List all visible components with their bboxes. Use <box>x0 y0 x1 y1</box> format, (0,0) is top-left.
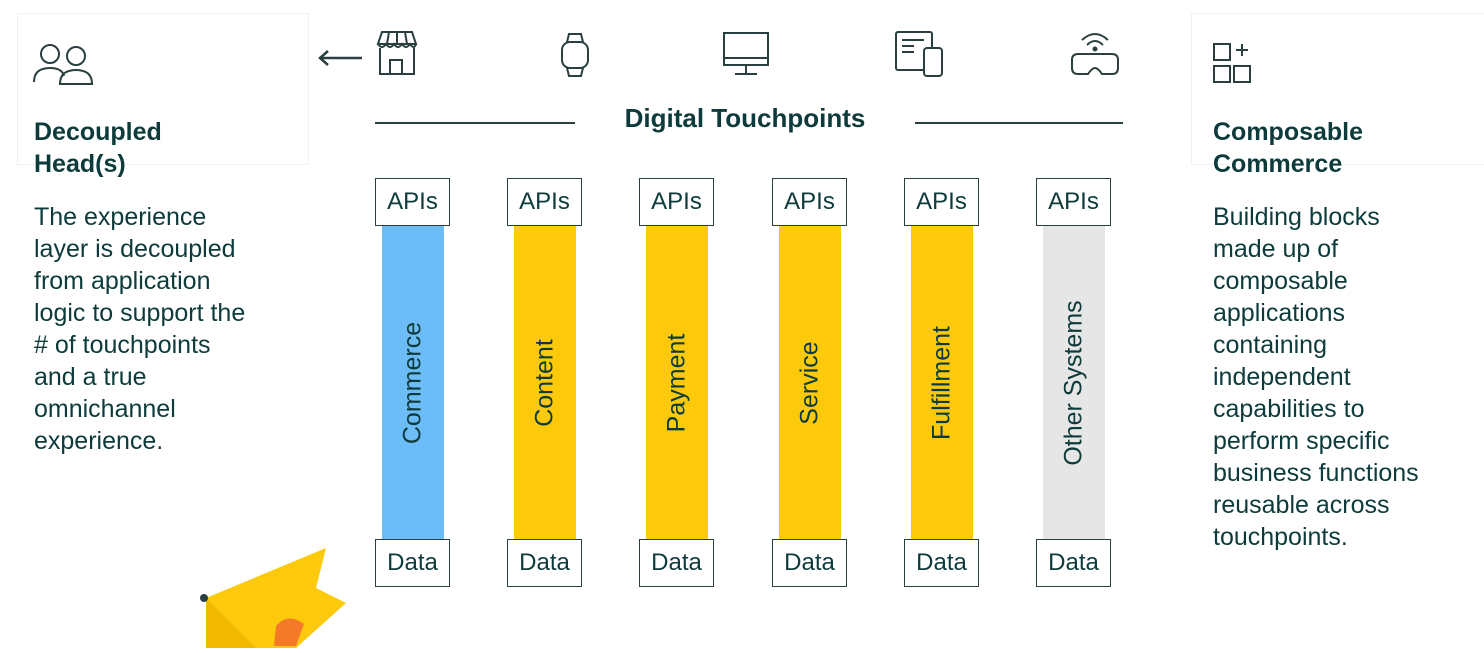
arrow-left-icon <box>316 50 364 66</box>
digital-touchpoints-title: Digital Touchpoints <box>624 103 866 133</box>
system-label: Service <box>795 341 823 425</box>
left-text-line: The experience <box>34 203 207 231</box>
divider-left <box>375 122 575 124</box>
left-text-line: from application <box>34 267 211 295</box>
system-label: Fulfillment <box>927 326 955 440</box>
system-bar: Other Systems <box>1042 226 1105 540</box>
apis-box: APIs <box>1036 178 1111 226</box>
apis-box: APIs <box>904 178 979 226</box>
composable-blocks-icon <box>1212 38 1256 88</box>
system-bar: Payment <box>645 226 708 540</box>
apis-box: APIs <box>772 178 847 226</box>
divider-right <box>915 122 1123 124</box>
right-text-line: reusable across <box>1213 491 1390 519</box>
left-text-line: # of touchpoints <box>34 331 211 359</box>
apis-box: APIs <box>639 178 714 226</box>
data-box: Data <box>904 539 979 587</box>
data-box: Data <box>507 539 582 587</box>
system-label: Commerce <box>398 321 426 445</box>
right-text-line: perform specific <box>1213 427 1390 455</box>
system-bar: Commerce <box>381 226 444 540</box>
system-bar: Service <box>778 226 841 540</box>
left-panel-text: The experience layer is decoupled from a… <box>34 201 245 457</box>
desktop-icon <box>721 30 771 78</box>
data-box: Data <box>772 539 847 587</box>
right-text-line: made up of <box>1213 235 1339 263</box>
store-icon <box>372 28 422 78</box>
data-box: Data <box>639 539 714 587</box>
right-text-line: containing <box>1213 331 1327 359</box>
data-box: Data <box>1036 539 1111 587</box>
tablet-phone-icon <box>894 30 946 78</box>
left-panel-title: Decoupled Head(s) <box>34 116 162 180</box>
right-text-line: applications <box>1213 299 1346 327</box>
left-text-line: logic to support the <box>34 299 246 327</box>
right-title-line: Commerce <box>1213 150 1343 178</box>
right-text-line: composable <box>1213 267 1348 295</box>
left-text-line: and a true <box>34 363 147 391</box>
system-label: Payment <box>662 333 690 433</box>
left-text-line: layer is decoupled <box>34 235 236 263</box>
system-bar: Fulfillment <box>910 226 973 540</box>
left-text-line: omnichannel <box>34 395 176 423</box>
left-panel <box>18 14 308 164</box>
apis-box: APIs <box>507 178 582 226</box>
vr-headset-icon <box>1068 26 1122 78</box>
left-title-line: Head(s) <box>34 150 126 178</box>
flag-graphic <box>196 548 356 653</box>
system-bar: Content <box>513 226 576 540</box>
right-title-line: Composable <box>1213 118 1364 146</box>
left-title-line: Decoupled <box>34 118 162 146</box>
right-panel-text: Building blocks made up of composable ap… <box>1213 201 1419 553</box>
users-icon <box>32 42 96 88</box>
right-text-line: touchpoints. <box>1213 523 1348 551</box>
right-panel-title: Composable Commerce <box>1213 116 1363 180</box>
right-text-line: capabilities to <box>1213 395 1365 423</box>
right-panel <box>1192 14 1484 164</box>
right-text-line: independent <box>1213 363 1351 391</box>
left-text-line: experience. <box>34 427 164 455</box>
right-text-line: Building blocks <box>1213 203 1380 231</box>
data-box: Data <box>375 539 450 587</box>
apis-box: APIs <box>375 178 450 226</box>
right-text-line: business functions <box>1213 459 1419 487</box>
system-label: Other Systems <box>1059 300 1087 466</box>
system-label: Content <box>530 339 558 427</box>
smartwatch-icon <box>558 32 592 78</box>
